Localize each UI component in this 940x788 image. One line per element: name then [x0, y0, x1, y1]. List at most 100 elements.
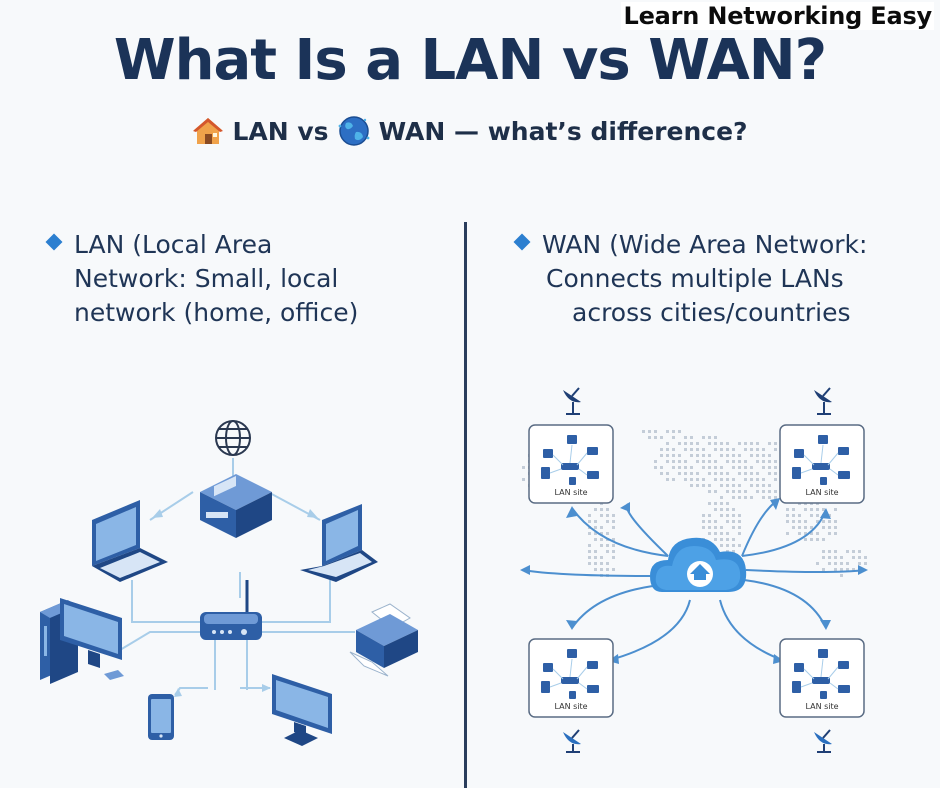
map-dot — [642, 430, 645, 433]
map-dot — [696, 478, 699, 481]
map-dot — [720, 448, 723, 451]
map-dot — [846, 568, 849, 571]
map-dot — [594, 520, 597, 523]
map-dot — [768, 460, 771, 463]
map-dot — [606, 562, 609, 565]
wan-line: Connects multiple LANs — [546, 264, 844, 293]
map-dot — [708, 472, 711, 475]
map-dot — [738, 496, 741, 499]
map-dot — [762, 496, 765, 499]
map-dot — [708, 520, 711, 523]
map-dot — [672, 466, 675, 469]
map-dot — [834, 532, 837, 535]
map-dot — [834, 556, 837, 559]
map-dot — [798, 520, 801, 523]
map-dot — [762, 454, 765, 457]
map-dot — [594, 532, 597, 535]
map-dot — [720, 508, 723, 511]
map-dot — [732, 490, 735, 493]
map-dot — [732, 484, 735, 487]
map-dot — [522, 466, 525, 469]
map-dot — [648, 430, 651, 433]
map-dot — [828, 550, 831, 553]
map-dot — [834, 520, 837, 523]
map-dot — [714, 436, 717, 439]
map-dot — [702, 526, 705, 529]
map-dot — [606, 568, 609, 571]
map-dot — [660, 466, 663, 469]
map-dot — [708, 526, 711, 529]
map-dot — [612, 544, 615, 547]
map-dot — [774, 442, 777, 445]
map-dot — [714, 478, 717, 481]
map-dot — [726, 442, 729, 445]
map-dot — [612, 538, 615, 541]
lan-site-label: LAN site — [805, 702, 838, 711]
map-dot — [774, 490, 777, 493]
map-dot — [732, 508, 735, 511]
map-dot — [804, 532, 807, 535]
map-dot — [744, 460, 747, 463]
map-dot — [600, 532, 603, 535]
map-dot — [750, 484, 753, 487]
map-dot — [798, 526, 801, 529]
map-dot — [684, 436, 687, 439]
map-dot — [792, 508, 795, 511]
map-dot — [822, 556, 825, 559]
map-dot — [822, 568, 825, 571]
map-dot — [654, 460, 657, 463]
map-dot — [786, 508, 789, 511]
map-dot — [774, 472, 777, 475]
map-dot — [606, 544, 609, 547]
map-dot — [726, 538, 729, 541]
wan-line: across cities/countries — [572, 298, 851, 327]
map-dot — [828, 526, 831, 529]
map-dot — [756, 454, 759, 457]
map-dot — [786, 532, 789, 535]
map-dot — [816, 538, 819, 541]
map-dot — [798, 514, 801, 517]
map-dot — [744, 478, 747, 481]
map-dot — [666, 478, 669, 481]
map-dot — [720, 478, 723, 481]
map-dot — [660, 472, 663, 475]
map-dot — [672, 448, 675, 451]
map-dot — [720, 454, 723, 457]
map-dot — [726, 454, 729, 457]
monitor-icon — [272, 674, 332, 746]
map-dot — [834, 526, 837, 529]
map-dot — [732, 514, 735, 517]
map-dot — [732, 526, 735, 529]
map-dot — [612, 526, 615, 529]
map-dot — [768, 490, 771, 493]
map-dot — [750, 466, 753, 469]
map-dot — [738, 544, 741, 547]
map-dot — [600, 514, 603, 517]
map-dot — [732, 448, 735, 451]
map-dot — [762, 466, 765, 469]
map-dot — [594, 526, 597, 529]
map-dot — [840, 562, 843, 565]
map-dot — [588, 550, 591, 553]
map-dot — [750, 442, 753, 445]
map-dot — [834, 550, 837, 553]
map-dot — [654, 436, 657, 439]
map-dot — [714, 532, 717, 535]
map-dot — [750, 448, 753, 451]
map-dot — [726, 514, 729, 517]
map-dot — [726, 544, 729, 547]
lan-line: Network: Small, local — [74, 264, 339, 293]
map-dot — [654, 466, 657, 469]
map-dot — [720, 484, 723, 487]
map-dot — [720, 538, 723, 541]
map-dot — [660, 436, 663, 439]
map-dot — [708, 502, 711, 505]
map-dot — [684, 448, 687, 451]
map-dot — [720, 502, 723, 505]
map-dot — [714, 526, 717, 529]
map-dot — [684, 460, 687, 463]
map-dot — [690, 448, 693, 451]
map-dot — [756, 490, 759, 493]
map-dot — [840, 556, 843, 559]
map-dot — [768, 442, 771, 445]
